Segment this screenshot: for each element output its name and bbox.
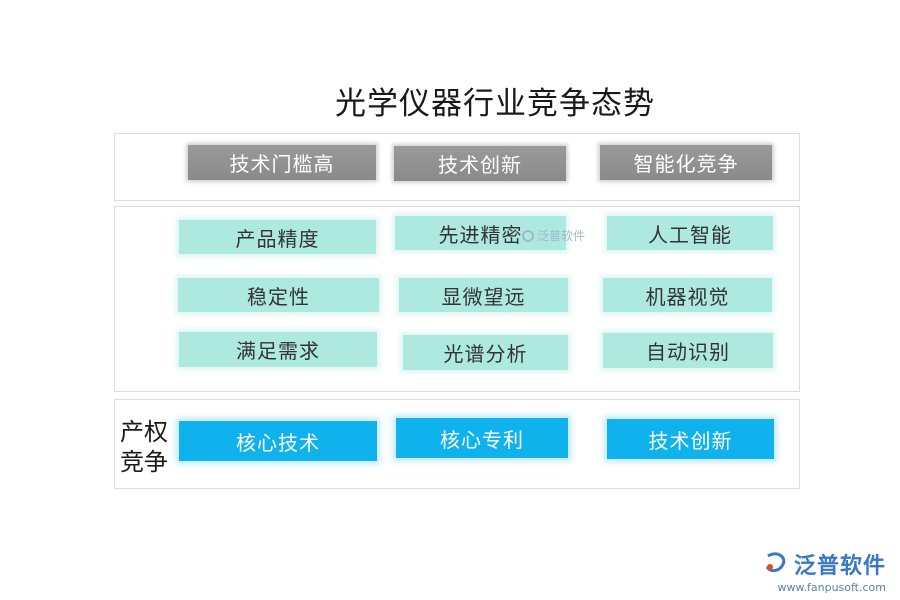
side-label-property-competition: 产权竞争 (120, 418, 168, 476)
factor-box-advanced-precision: 先进精密 (395, 216, 566, 250)
ip-box-core-patent: 核心专利 (396, 418, 568, 458)
logo-url: www.fanpusoft.com (777, 581, 886, 594)
factor-box-precision: 产品精度 (179, 220, 376, 254)
header-box-tech-innovation: 技术创新 (394, 146, 566, 181)
factor-box-meet-demand: 满足需求 (179, 332, 377, 367)
factor-box-machine-vision: 机器视觉 (603, 278, 772, 312)
factor-box-stability: 稳定性 (178, 278, 379, 312)
logo-name: 泛普软件 (793, 554, 886, 579)
watermark: 泛普软件 (522, 227, 585, 244)
factor-box-auto-recognition: 自动识别 (603, 333, 773, 368)
ip-box-core-technology: 核心技术 (179, 421, 377, 461)
diagram-title: 光学仪器行业竞争态势 (335, 86, 655, 122)
factor-box-spectral-analysis: 光谱分析 (403, 335, 568, 370)
logo-icon (765, 552, 786, 573)
brand-logo: 泛普软件 (764, 548, 886, 580)
header-box-tech-barrier: 技术门槛高 (188, 145, 376, 180)
header-box-intelligent-competition: 智能化竞争 (600, 145, 772, 180)
watermark-text: 泛普软件 (537, 229, 586, 243)
ip-box-tech-innovation: 技术创新 (607, 419, 774, 459)
factor-box-ai: 人工智能 (607, 216, 773, 250)
factor-box-microscope-telescope: 显微望远 (399, 278, 568, 312)
watermark-icon (522, 229, 534, 242)
